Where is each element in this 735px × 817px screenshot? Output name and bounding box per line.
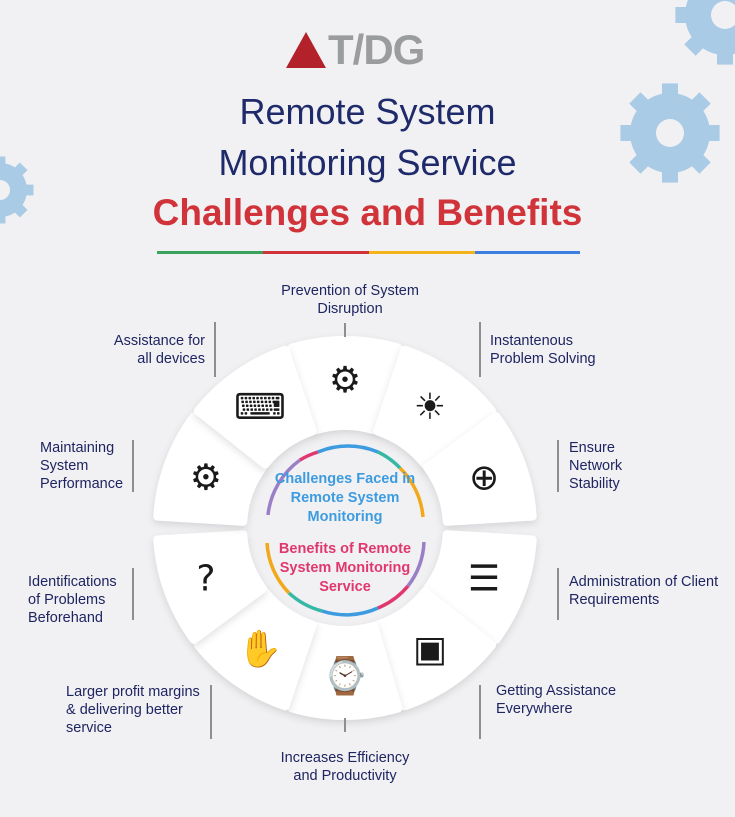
confused-person-icon: ? xyxy=(196,559,215,600)
underline-red xyxy=(263,251,369,254)
segment-money-clock: ⌚ xyxy=(287,621,403,720)
segment-gear-alert: ⚙ xyxy=(287,336,403,435)
segment-tile xyxy=(193,345,317,469)
segment-tile xyxy=(287,336,403,435)
title-line-2: Monitoring Service xyxy=(218,142,517,183)
money-clock-icon: ⌚ xyxy=(323,655,368,697)
underline-blue xyxy=(475,251,580,254)
logo-triangle-icon xyxy=(286,32,326,68)
segment-confused-person: ? xyxy=(153,530,268,644)
center-arc-decoration xyxy=(265,444,426,617)
label-prevention: Prevention of System Disruption xyxy=(281,283,419,317)
network-globe-icon: ⊕ xyxy=(469,457,499,498)
leader-line xyxy=(214,322,216,377)
logo: T/DG xyxy=(286,26,425,73)
segment-tile xyxy=(422,530,537,644)
segment-tile xyxy=(373,587,497,711)
video-support-icon: ▣ xyxy=(413,629,447,670)
label-instant-solving: Instantenous Problem Solving xyxy=(490,333,596,367)
segment-performance-chart: ⚙ xyxy=(153,412,268,526)
leader-line xyxy=(479,322,481,377)
checklist-clients-icon: ☰ xyxy=(468,559,500,600)
leader-line xyxy=(132,440,134,492)
leader-line xyxy=(557,568,559,620)
segment-network-globe: ⊕ xyxy=(422,412,537,526)
title-line-1: Remote System xyxy=(239,91,496,132)
leader-line xyxy=(210,685,212,739)
leader-line xyxy=(479,685,481,739)
leader-line xyxy=(344,323,346,337)
label-efficiency: Increases Efficiency and Productivity xyxy=(280,750,410,784)
leader-line xyxy=(344,718,346,732)
segment-devices: ⌨ xyxy=(193,345,317,469)
decorative-gears xyxy=(0,0,735,224)
underline-yellow xyxy=(369,251,475,254)
performance-chart-icon: ⚙ xyxy=(190,457,222,498)
underline-green xyxy=(157,251,263,254)
segment-tile xyxy=(422,412,537,526)
gear-alert-icon: ⚙ xyxy=(329,360,361,401)
label-system-performance: Maintaining System Performance xyxy=(40,440,124,492)
label-profit-margins: Larger profit margins & delivering bette… xyxy=(66,684,200,736)
leader-line xyxy=(557,440,559,492)
label-all-devices: Assistance for all devices xyxy=(113,333,205,367)
segment-tile xyxy=(287,621,403,720)
leader-line xyxy=(132,568,134,620)
gear-icon xyxy=(685,0,735,55)
center-benefits-text: Benefits of Remote System Monitoring Ser… xyxy=(278,541,412,595)
segment-tile xyxy=(373,345,497,469)
segment-lightbulb-hand: ☀ xyxy=(373,345,497,469)
label-identify-problems: Identifications of Problems Beforehand xyxy=(28,574,117,626)
label-client-requirements: Administration of Client Requirements xyxy=(569,574,719,608)
segment-tile xyxy=(153,412,268,526)
lightbulb-hand-icon: ☀ xyxy=(414,387,446,428)
hand-box-tools-icon: ✋ xyxy=(238,628,283,670)
gear-icon xyxy=(0,163,27,217)
segment-hand-box-tools: ✋ xyxy=(193,587,317,711)
segment-checklist-clients: ☰ xyxy=(422,530,537,644)
devices-icon: ⌨ xyxy=(234,387,286,428)
segment-video-support: ▣ xyxy=(373,587,497,711)
segment-tile xyxy=(193,587,317,711)
center-challenges-text: Challenges Faced in Remote System Monito… xyxy=(274,471,416,525)
gear-tooth xyxy=(0,156,6,168)
segment-tile xyxy=(153,530,268,644)
label-network-stability: Ensure Network Stability xyxy=(569,440,623,492)
logo-text: T/DG xyxy=(328,26,425,73)
title-line-3: Challenges and Benefits xyxy=(152,192,583,233)
label-assistance-everywhere: Getting Assistance Everywhere xyxy=(496,683,617,717)
gear-tooth xyxy=(0,212,6,224)
gear-icon xyxy=(630,93,710,173)
